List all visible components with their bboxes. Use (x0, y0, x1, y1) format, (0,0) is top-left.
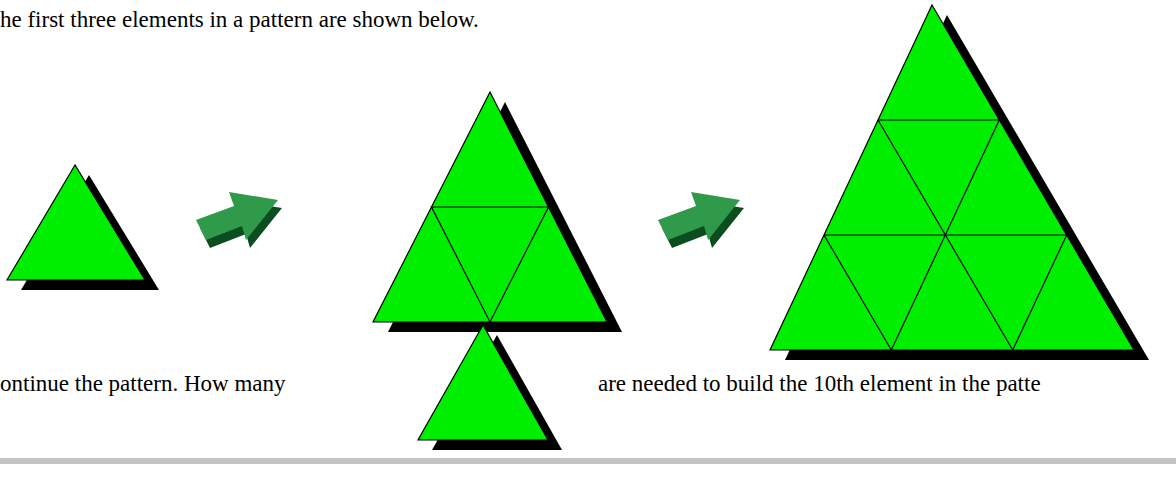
pattern-arrow (196, 192, 282, 248)
unit-triangle (7, 165, 145, 280)
prompt-text: ontinue the pattern. How many (0, 370, 286, 398)
unit-triangle-icon (418, 325, 548, 440)
triangle-level-3 (770, 5, 1134, 350)
grid-lines (432, 207, 549, 322)
bottom-rule (0, 458, 1176, 464)
prompt-text: are needed to build the 10th element in … (598, 370, 1041, 398)
grid-lines (824, 120, 1067, 350)
pattern-arrow (658, 192, 744, 248)
triangle-level-2 (373, 92, 607, 322)
prompt-text: he first three elements in a pattern are… (0, 6, 479, 34)
